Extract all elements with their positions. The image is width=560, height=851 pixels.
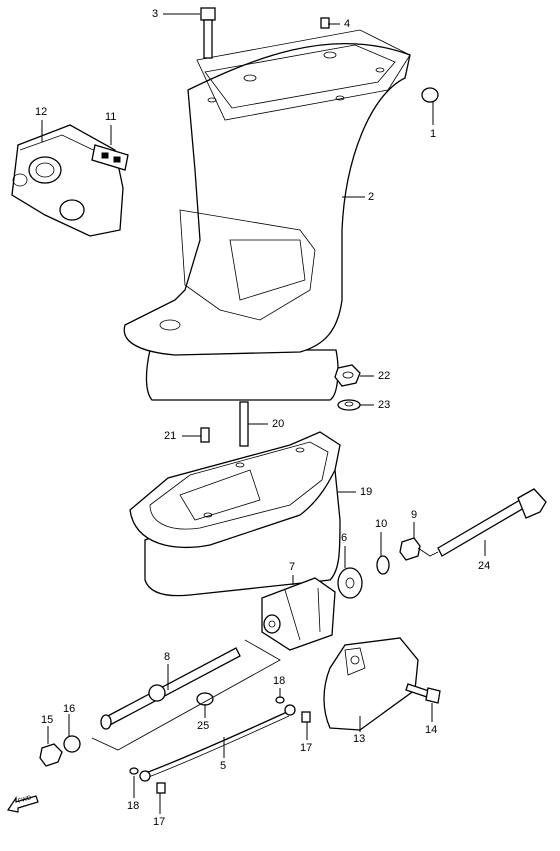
callout-7: 7	[289, 561, 296, 573]
callout-19: 19	[360, 486, 373, 498]
leader-lines	[41, 13, 486, 814]
callout-13: 13	[353, 733, 366, 745]
screw-part-17-top	[301, 711, 311, 723]
callout-24: 24	[478, 560, 491, 572]
plug-part-1	[421, 87, 439, 103]
clamp-part-12	[11, 124, 124, 237]
callout-3: 3	[152, 8, 159, 20]
bolt-part-24	[437, 488, 547, 557]
callout-23: 23	[378, 399, 391, 411]
callout-6: 6	[341, 532, 348, 544]
callout-1: 1	[430, 128, 437, 140]
fwd-arrow-icon	[7, 795, 39, 813]
nut-part-9	[399, 537, 421, 561]
callout-4: 4	[344, 18, 351, 30]
callout-18-top: 18	[273, 675, 286, 687]
bolt-part-3	[200, 7, 216, 59]
callout-14: 14	[425, 724, 438, 736]
callout-17-bottom: 17	[153, 816, 166, 828]
callout-12: 12	[35, 106, 48, 118]
dowel-pin-part-4	[320, 17, 330, 29]
callout-21: 21	[164, 430, 177, 442]
washer-part-10	[376, 555, 390, 575]
mount-washer-part-6	[337, 567, 363, 599]
callout-20: 20	[272, 418, 285, 430]
callout-25: 25	[197, 720, 210, 732]
nut-part-15	[39, 743, 63, 767]
washer-part-16	[63, 735, 81, 753]
cover-part-13	[323, 637, 419, 731]
screw-part-17-bottom	[156, 782, 166, 794]
driveshaft-housing-part	[123, 29, 411, 401]
fwd-arrow-marker: FWD	[6, 792, 40, 814]
washer-part-18-top	[275, 696, 285, 704]
ground-lead-part-5	[139, 704, 296, 782]
callout-17-top: 17	[300, 742, 313, 754]
bolt-part-8	[100, 647, 241, 730]
washer-part-23	[337, 399, 361, 411]
callout-15: 15	[41, 714, 54, 726]
washer-part-18-bottom	[129, 767, 139, 775]
pin-part-21	[200, 427, 210, 443]
nut-part-22	[334, 364, 361, 387]
callout-8: 8	[164, 651, 171, 663]
callout-22: 22	[378, 370, 391, 382]
callout-18-bottom: 18	[127, 800, 140, 812]
callout-2: 2	[368, 191, 375, 203]
clip-part-11	[91, 144, 129, 171]
callout-10: 10	[375, 518, 388, 530]
bolt-part-14	[405, 683, 441, 704]
callout-11: 11	[105, 111, 117, 123]
callout-5: 5	[220, 760, 227, 772]
spacer-part-19	[129, 431, 341, 597]
mount-part-7	[261, 577, 336, 651]
callout-16: 16	[63, 703, 76, 715]
stud-part-20	[239, 401, 249, 447]
callout-9: 9	[411, 509, 418, 521]
